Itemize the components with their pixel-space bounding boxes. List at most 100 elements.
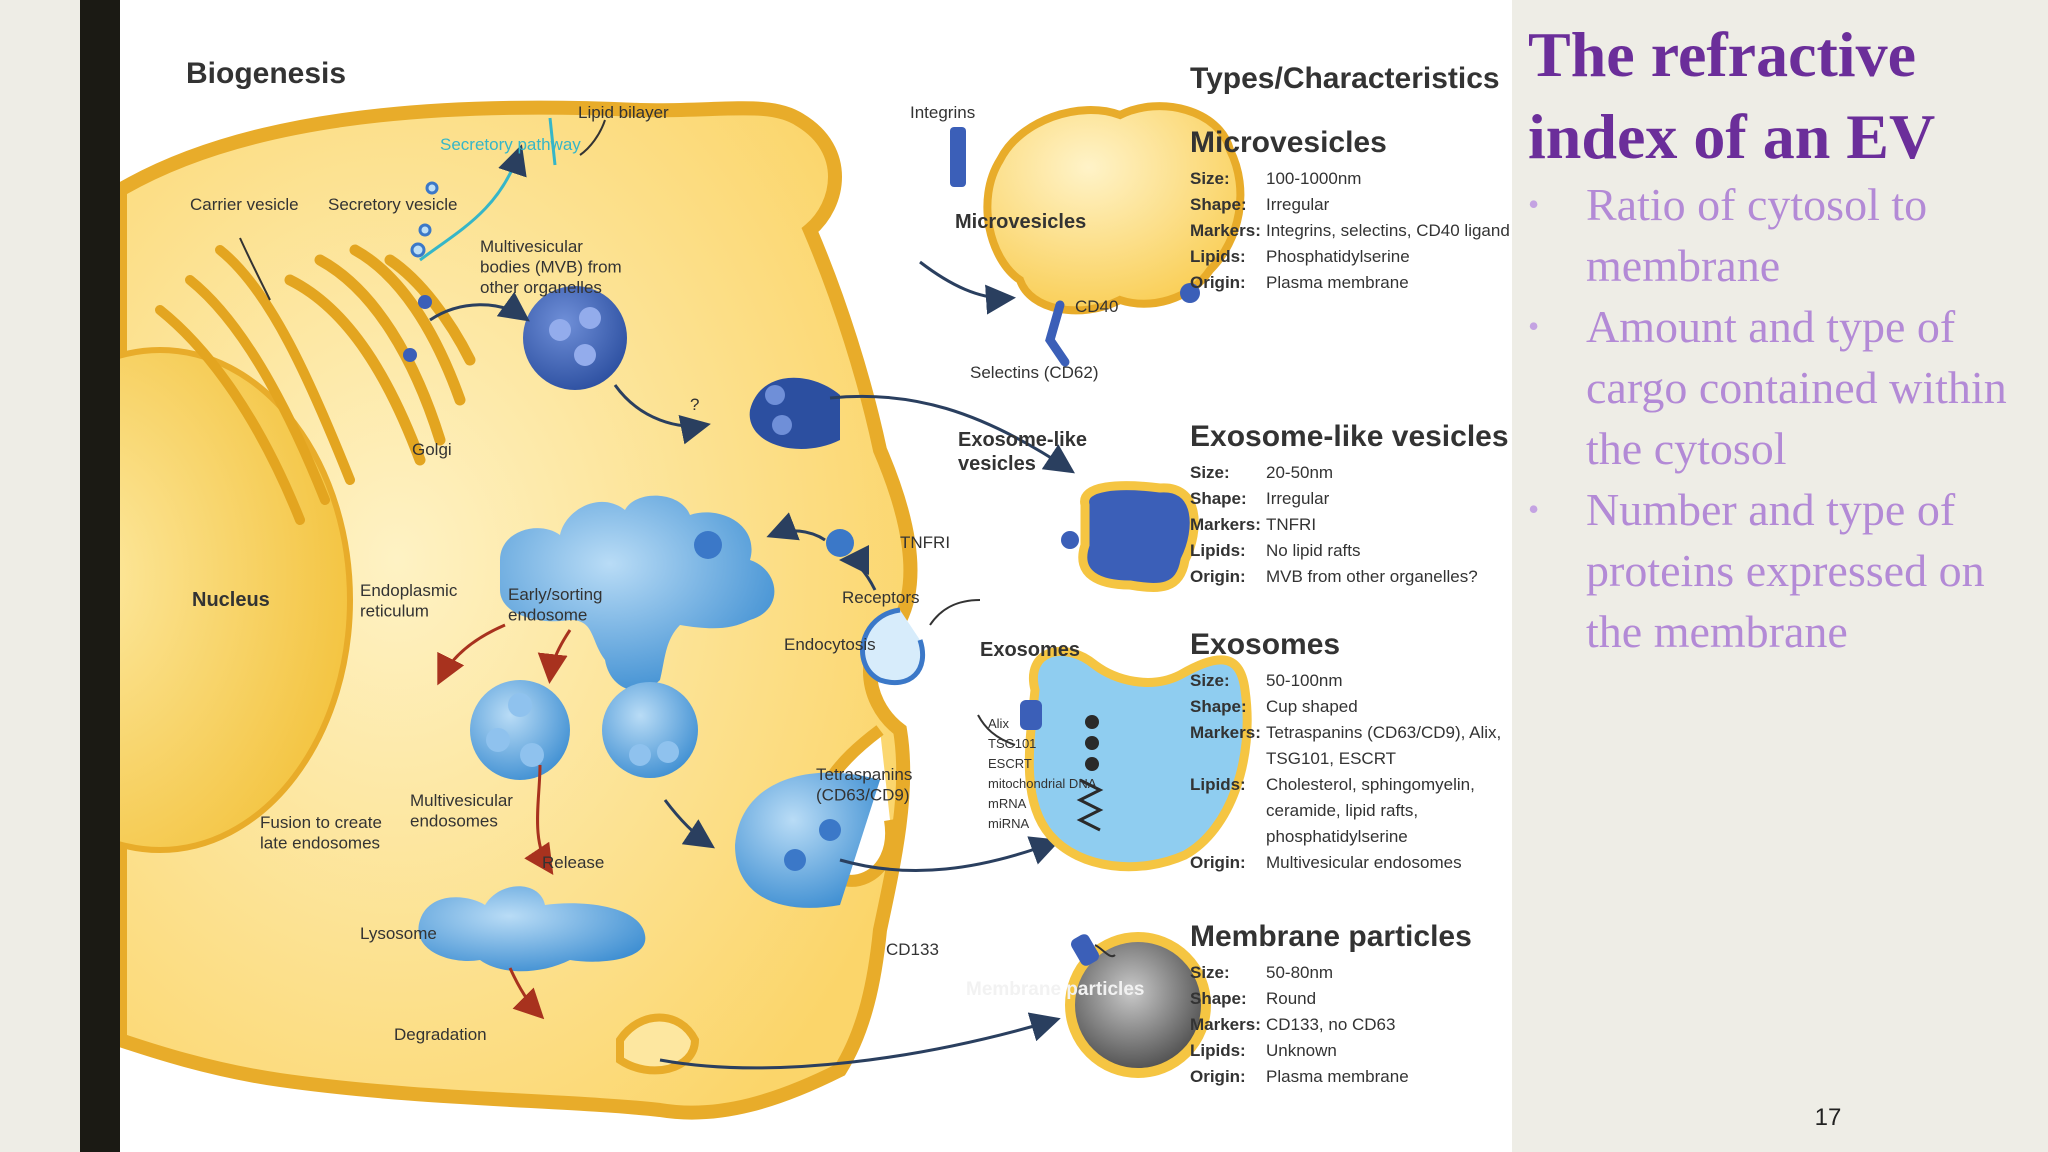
key-lipids: Lipids: [1190,541,1246,560]
type-name: Membrane particles [1190,920,1472,953]
label-secretory-vesicle: Secretory vesicle [328,195,457,214]
type-row-origin: Origin: Plasma membrane [1190,1064,1510,1090]
arrow-to-exosomes [839,836,1061,872]
cd133-leader [1094,944,1116,958]
left-dark-bar [80,0,120,1152]
arrow-mvb-to-membrane [613,384,711,445]
multivesicular-endosome-1 [470,680,570,780]
type-row-markers: Markers:Integrins, selectins, CD40 ligan… [1190,218,1510,244]
carrier-vesicle-leader [239,237,271,301]
key-lipids: Lipids: [1190,247,1246,266]
biogenesis-title: Biogenesis [186,57,346,90]
type-name: Exosomes [1190,628,1341,661]
bullet-text: Number and type of proteins expressed on… [1586,484,1985,657]
type-exosomes: Exosomes Size:50-100nm Shape:Cup shaped … [1190,628,1510,876]
label-microvesicles: Microvesicles [955,211,1086,233]
value-shape: Irregular [1266,195,1330,214]
type-row-size: Size:50-100nm [1190,668,1510,694]
cargo-label-4: mRNA [988,796,1027,811]
label-lysosome: Lysosome [360,924,437,943]
secretory-arrow [419,144,527,262]
label-release: Release [542,853,604,872]
type-row-markers: Markers: Tetraspanins (CD63/CD9), Alix, T… [1190,720,1510,772]
type-microvesicles: Microvesicles Size:100-1000nm Shape:Irre… [1190,126,1510,296]
small-vesicle-1 [418,295,432,309]
secretory-vesicle-dot-3 [425,181,439,195]
exosome-like-vesicle [1078,481,1199,592]
budding-exosome-like [749,377,840,449]
label-lipid-bilayer: Lipid bilayer [578,103,669,122]
key-size: Size: [1190,963,1230,982]
key-shape: Shape: [1190,195,1247,214]
type-membrane-particles: Membrane particles Size:50-80nm Shape:Ro… [1190,920,1510,1090]
value-markers: TNFRI [1266,515,1317,534]
multivesicular-endosome-2 [602,682,698,778]
type-row-origin: Origin: Multivesicular endosomes [1190,850,1510,876]
value-size: 100-1000nm [1266,169,1362,188]
value-origin: Plasma membrane [1266,273,1409,292]
tnfri-marker [1061,531,1079,549]
arrow-to-microvesicles [919,260,1016,315]
value-shape: Round [1266,989,1317,1008]
type-row-lipids: Lipids:Cholesterol, sphingomyelin, ceram… [1190,772,1510,850]
key-lipids: Lipids: [1190,1041,1246,1060]
type-row-lipids: Lipids: Unknown [1190,1038,1510,1064]
type-name: Exosome-like vesicles [1190,420,1509,453]
value-markers: Tetraspanins (CD63/CD9), Alix, TSG101, E… [1266,723,1502,768]
key-origin: Origin: [1190,1067,1246,1086]
key-markers: Markers: [1190,515,1261,534]
label-receptors: Receptors [842,588,919,607]
receptors-leader [929,599,981,626]
label-tetraspanins: Tetraspanins(CD63/CD9) [816,765,912,804]
key-markers: Markers: [1190,723,1261,742]
label-cd133: CD133 [886,940,939,959]
label-integrins: Integrins [910,103,975,122]
biogenesis-diagram: Biogenesis Lipid bilayer Secretory pathw… [120,57,1252,1120]
cargo-label-2: ESCRT [988,756,1032,771]
selectin-marker [1045,300,1070,367]
arrow-to-mvb [429,291,530,322]
value-origin: Plasma membrane [1266,1067,1409,1086]
small-vesicle-2 [403,348,417,362]
endocytosis-pocket [860,607,926,686]
lysosome [418,886,646,972]
bullet-item: •Amount and type of cargo contained with… [1528,296,2038,479]
exosome-cargo-labels: Alix TSG101 ESCRT mitochondrial DNA mRNA… [988,716,1097,831]
label-carrier-vesicle: Carrier vesicle [190,195,299,214]
bullet-item: •Ratio of cytosol to membrane [1528,174,2038,296]
type-row-shape: Shape:Irregular [1190,486,1510,512]
value-size: 20-50nm [1266,463,1334,482]
label-endocytosis: Endocytosis [784,635,876,654]
cd40-marker [1180,283,1200,303]
cargo-label-3: mitochondrial DNA [988,776,1097,791]
type-row-lipids: Lipids:No lipid rafts [1190,538,1510,564]
value-size: 50-80nm [1266,963,1334,982]
label-question: ? [690,395,699,414]
label-selectins: Selectins (CD62) [970,363,1099,382]
key-origin: Origin: [1190,567,1246,586]
value-markers: CD133, no CD63 [1266,1015,1396,1034]
mvb [523,286,627,390]
bullet-text: Amount and type of cargo contained withi… [1586,301,2007,474]
value-shape: Cup shaped [1266,697,1358,716]
value-lipids: Unknown [1266,1041,1337,1060]
value-origin: Multivesicular endosomes [1266,853,1462,872]
label-degradation: Degradation [394,1025,487,1044]
arrow-degradation [508,967,545,1020]
label-nucleus: Nucleus [192,589,270,611]
arrow-release [663,799,715,849]
bullet-dot-icon: • [1528,491,1540,527]
secretory-vesicle-dot-1 [410,242,426,258]
key-origin: Origin: [1190,273,1246,292]
label-exosomes: Exosomes [980,639,1080,661]
cd133-marker [1071,934,1099,966]
label-secretory-pathway: Secretory pathway [440,135,581,154]
bullet-list: •Ratio of cytosol to membrane •Amount an… [1528,174,2038,662]
lipid-bilayer-leader [579,119,606,156]
key-origin: Origin: [1190,853,1246,872]
membrane-particle [1065,932,1211,1078]
